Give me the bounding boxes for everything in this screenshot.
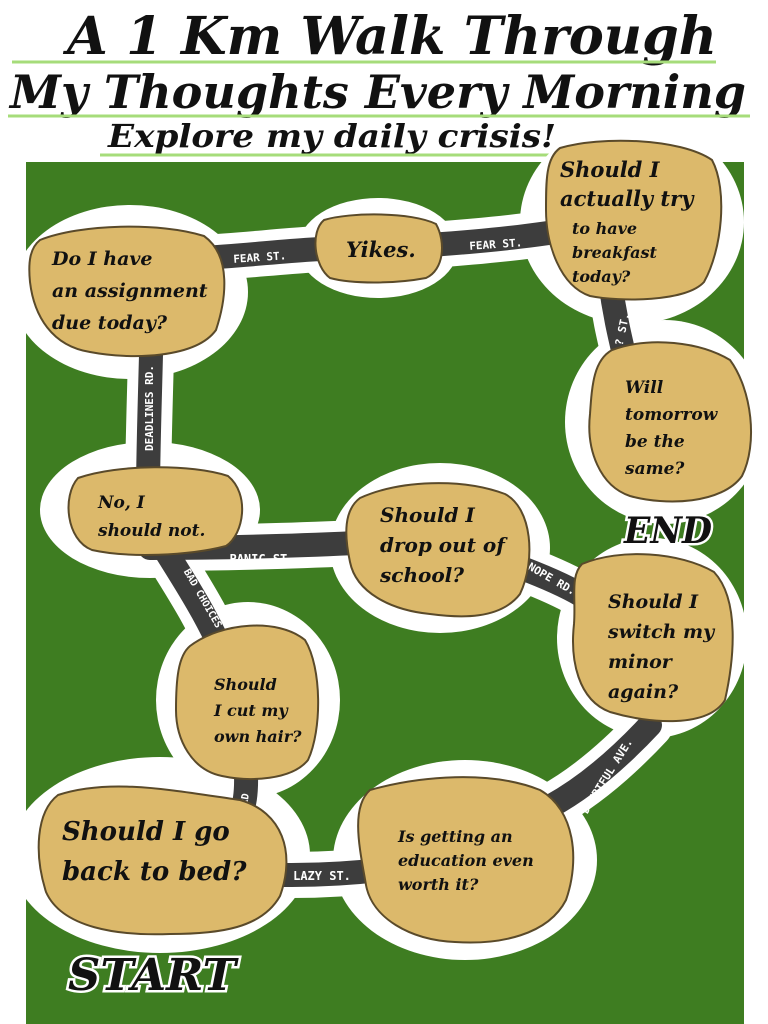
blob-drop-out [345, 482, 531, 618]
node-assignment: Do I have an assignment due today? [51, 248, 214, 334]
title-line-1: A 1 Km Walk Through [62, 6, 717, 67]
title-line-2: My Thoughts Every Morning [8, 65, 746, 119]
node-tomorrow: Will tomorrow be the same? [624, 378, 723, 479]
blob-switch-minor [572, 553, 734, 723]
road-label-fear-2: FEAR ST. [469, 236, 523, 253]
blob-cut-hair [174, 624, 320, 780]
blob-no-i-should-not [67, 466, 243, 556]
node-back-to-bed: Should I go back to bed? [62, 817, 247, 887]
subtitle: Explore my daily crisis! [107, 117, 556, 155]
node-no-i-should-not: No, I should not. [97, 493, 205, 541]
blob-breakfast [544, 139, 723, 301]
node-breakfast: Should I actually try to have breakfast … [560, 157, 699, 286]
road-label-lazy: LAZY ST. [293, 869, 351, 883]
road-label-deadlines: DEADLINES RD. [143, 365, 156, 451]
road-label-fear-1: FEAR ST. [233, 249, 287, 266]
blob-tomorrow [588, 341, 752, 503]
road-label-panic: PANIC ST. [229, 552, 294, 566]
node-education: Is getting an education even worth it? [397, 827, 539, 894]
node-cut-hair: Should I cut my own hair? [213, 675, 302, 746]
node-drop-out: Should I drop out of school? [379, 503, 512, 587]
blob-assignment [28, 225, 226, 358]
node-switch-minor: Should I switch my minor again? [607, 591, 721, 703]
blob-back-to-bed [37, 785, 288, 936]
node-yikes: Yikes. [346, 237, 416, 262]
blob-yikes [314, 213, 443, 284]
blob-education [357, 776, 575, 944]
thought-blobs [28, 139, 752, 944]
start-label: START [68, 950, 239, 1001]
end-label: END [623, 510, 712, 552]
